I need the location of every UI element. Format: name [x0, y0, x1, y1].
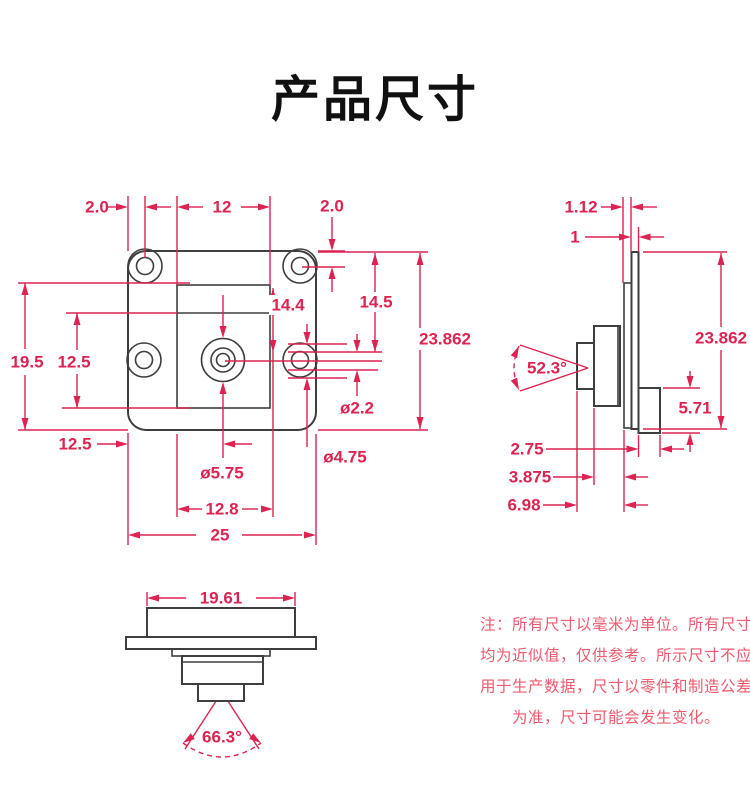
dim-front-top-left: 2.0 [85, 198, 109, 217]
side-housing-outline [593, 325, 621, 407]
dim-bottom-fov-angle: 66.3° [202, 728, 242, 747]
dim-front-hole-inner-dia: ø2.2 [340, 399, 374, 418]
dim-side-5-71: 5.71 [678, 399, 711, 418]
note-line-4: 为准，尺寸可能会发生变化。 [512, 709, 720, 727]
page-title: 产品尺寸 [271, 73, 479, 127]
dim-side-1-12: 1.12 [564, 198, 597, 217]
front-lens-mid [210, 347, 236, 373]
front-lens-inner [215, 352, 231, 368]
dim-side-6-98: 6.98 [507, 496, 540, 515]
dim-front-12-8: 12.8 [205, 500, 238, 519]
side-board-layer [623, 282, 633, 429]
dim-front-lens-dia: ø5.75 [200, 464, 243, 483]
dim-side-2-75: 2.75 [510, 440, 543, 459]
front-lens-outer [200, 337, 246, 383]
front-view [126, 248, 318, 431]
bottom-lens-tip-outline [197, 683, 245, 702]
dim-front-hole-outer-dia: ø4.75 [323, 448, 366, 467]
note-line-3: 用于生产数据，尺寸以零件和制造公差 [480, 678, 750, 696]
dim-front-12-5-bottom: 12.5 [58, 435, 91, 454]
bottom-step-outline [171, 648, 271, 657]
bottom-view [125, 607, 317, 702]
dim-bottom-19-61: 19.61 [200, 589, 243, 608]
front-view-dimensions: 2.0 12 2.0 14.4 14.5 23.862 19.5 12.5 12… [10, 196, 476, 545]
bottom-plate-outline [125, 636, 317, 650]
dim-front-19-5: 19.5 [10, 353, 43, 372]
side-connector-outline [637, 387, 661, 434]
bottom-body-outline [146, 607, 296, 638]
dim-front-top-right: 2.0 [320, 197, 344, 216]
side-pcb-outline [630, 251, 640, 430]
bottom-view-dimensions: 19.61 66.3° [146, 589, 296, 758]
note-line-1: 注：所有尺寸以毫米为单位。所有尺寸 [480, 615, 750, 634]
dim-side-overall-height: 23.862 [695, 329, 747, 348]
dim-front-12-5-vertical: 12.5 [57, 353, 90, 372]
dim-front-14-5: 14.5 [359, 293, 392, 312]
note-line-2: 均为近似值，仅供参考。所示尺寸不应 [480, 646, 750, 665]
side-view-dimensions: 1.12 1 52.3° 23.862 5.71 2.75 3.875 6.98 [507, 197, 747, 515]
dim-side-fov-angle: 52.3° [527, 359, 567, 378]
dim-side-1: 1 [570, 228, 579, 247]
front-plate-outline [127, 250, 317, 431]
side-view [576, 251, 661, 434]
note-block: 注：所有尺寸以毫米为单位。所有尺寸 均为近似值，仅供参考。所示尺寸不应 用于生产… [480, 615, 750, 727]
dim-front-overall-width: 25 [211, 526, 230, 545]
dim-side-3-875: 3.875 [509, 468, 552, 487]
dim-front-top-width: 12 [213, 198, 232, 217]
side-lens-outline [576, 342, 595, 390]
bottom-barrel-outline [181, 655, 264, 685]
dim-front-14-4: 14.4 [271, 296, 305, 315]
dim-front-overall-height: 23.862 [419, 330, 471, 349]
